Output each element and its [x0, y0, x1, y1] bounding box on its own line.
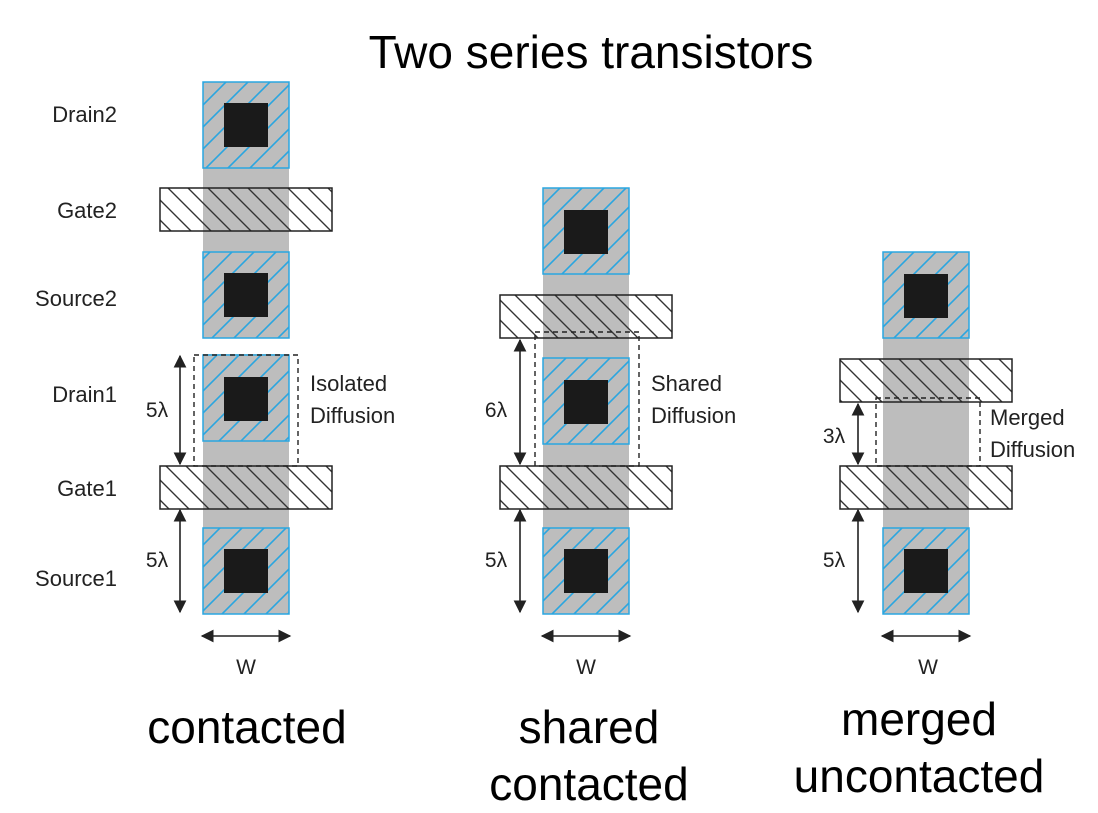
gate2-poly	[839, 358, 1013, 403]
column-caption-line1: merged	[841, 693, 997, 745]
lower-dimension-label: 5λ	[146, 549, 169, 572]
drain2-contact	[564, 210, 608, 254]
source1-contact	[564, 549, 608, 593]
width-label: W	[918, 656, 938, 679]
diffusion-note-line2: Diffusion	[310, 403, 395, 428]
row-label-source1: Source1	[35, 566, 117, 591]
diffusion-note-line1: Isolated	[310, 371, 387, 396]
column-caption-line1: shared	[519, 701, 660, 753]
row-label-gate2: Gate2	[57, 198, 117, 223]
shared-diffusion-outline	[534, 331, 640, 467]
column-caption-line2: contacted	[489, 758, 688, 810]
upper-dimension-label: 3λ	[823, 425, 846, 448]
drain2-contact	[904, 274, 948, 318]
gate2-poly	[499, 294, 673, 339]
row-label-drain2: Drain2	[52, 102, 117, 127]
row-label-source2: Source2	[35, 286, 117, 311]
lower-dimension-label: 5λ	[823, 549, 846, 572]
diffusion-note-line2: Diffusion	[651, 403, 736, 428]
column-merged-uncontacted: 3λ 5λ W Merged Diffusion merged uncontac…	[794, 251, 1075, 802]
row-label-gate1: Gate1	[57, 476, 117, 501]
width-label: W	[576, 656, 596, 679]
drain2-diffusion	[542, 187, 630, 275]
gate2-poly	[159, 187, 333, 232]
drain1-contact	[224, 377, 268, 421]
upper-dimension-label: 5λ	[146, 399, 169, 422]
column-shared-contacted: 6λ 5λ W Shared Diffusion shared contacte…	[485, 187, 736, 810]
diffusion-note-line1: Merged	[990, 405, 1065, 430]
drain2-contact	[224, 103, 268, 147]
column-contacted: 5λ 5λ W Isolated Diffusion contacted	[146, 81, 395, 753]
diffusion-note-line1: Shared	[651, 371, 722, 396]
diffusion-note-line2: Diffusion	[990, 437, 1075, 462]
merged-diffusion-outline	[875, 397, 981, 467]
gate1-poly	[159, 465, 333, 510]
row-label-drain1: Drain1	[52, 382, 117, 407]
lower-dimension-label: 5λ	[485, 549, 508, 572]
gate1-poly	[839, 465, 1013, 510]
source2-contact	[224, 273, 268, 317]
column-caption-line2: uncontacted	[794, 750, 1045, 802]
isolation-gap	[203, 338, 289, 354]
diagram-title: Two series transistors	[369, 26, 814, 78]
shared-contact	[564, 380, 608, 424]
source1-contact	[224, 549, 268, 593]
source1-contact	[904, 549, 948, 593]
gate1-poly	[499, 465, 673, 510]
upper-dimension-label: 6λ	[485, 399, 508, 422]
width-label: W	[236, 656, 256, 679]
column-caption: contacted	[147, 701, 346, 753]
